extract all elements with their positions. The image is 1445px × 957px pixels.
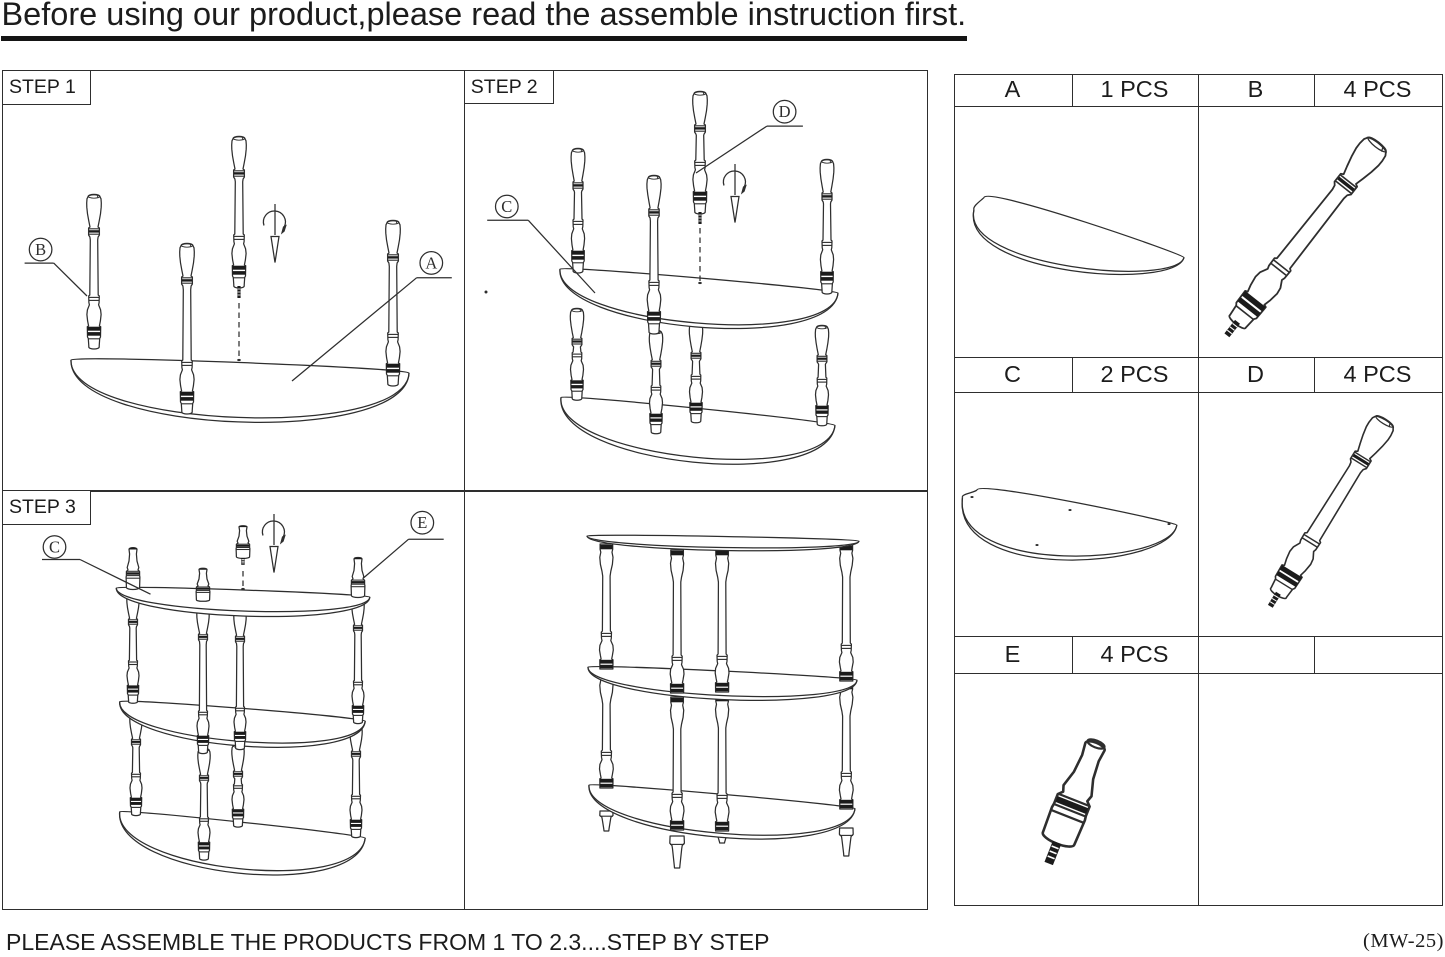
svg-text:A: A [425, 253, 437, 272]
svg-text:E: E [417, 513, 427, 532]
svg-text:D: D [779, 102, 791, 121]
svg-text:B: B [35, 240, 46, 259]
svg-text:C: C [501, 197, 512, 216]
svg-text:C: C [49, 538, 60, 557]
